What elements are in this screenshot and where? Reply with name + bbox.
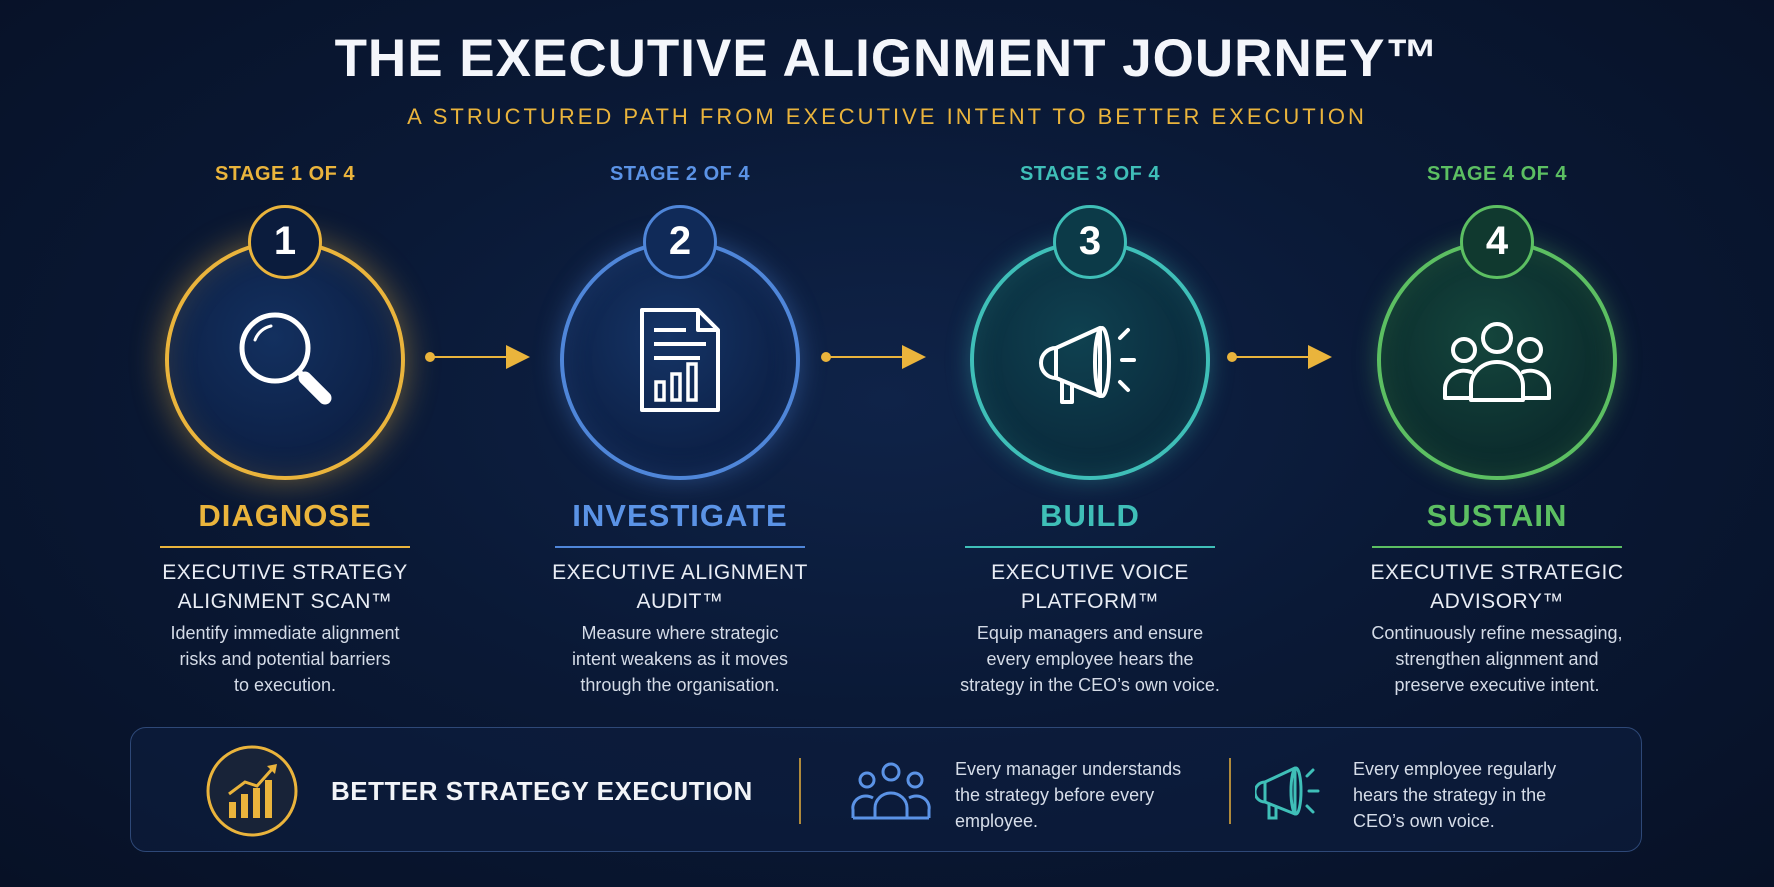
growth-chart-icon	[206, 745, 298, 837]
stage-number-badge: 3	[1053, 205, 1127, 279]
product-line: EXECUTIVE STRATEGY	[162, 561, 408, 584]
product-line: EXECUTIVE STRATEGIC	[1370, 561, 1624, 584]
stage-name: INVESTIGATE	[572, 498, 788, 533]
desc-line: through the organisation.	[580, 675, 780, 695]
stage-3: STAGE 3 OF 4 3 BUILD EXECUTIVE VOICE PLA…	[920, 0, 1260, 720]
point-line: Every employee regularly	[1353, 759, 1557, 779]
stage-name: DIAGNOSE	[198, 498, 372, 533]
desc-line: Identify immediate alignment	[170, 623, 400, 643]
desc-line: preserve executive intent.	[1394, 675, 1600, 695]
product-line: ALIGNMENT SCAN™	[177, 590, 393, 613]
point-line: CEO’s own voice.	[1353, 811, 1495, 831]
product-line: EXECUTIVE VOICE	[991, 561, 1189, 584]
desc-line: strengthen alignment and	[1395, 649, 1599, 669]
stage-ring	[970, 240, 1210, 480]
desc-line: Measure where strategic	[581, 623, 779, 643]
arrow-connector	[425, 345, 530, 369]
stage-number-badge: 1	[248, 205, 322, 279]
outcome-point: Every manager understands the strategy b…	[955, 756, 1181, 834]
desc-line: every employee hears the	[986, 649, 1194, 669]
divider	[799, 758, 801, 824]
stage-product: EXECUTIVE VOICE PLATFORM™	[920, 558, 1260, 616]
product-line: AUDIT™	[636, 590, 724, 613]
outcome-title: BETTER STRATEGY EXECUTION	[331, 776, 753, 806]
stage-name: SUSTAIN	[1426, 498, 1568, 533]
stage-description: Measure where strategic intent weakens a…	[510, 620, 850, 698]
product-line: PLATFORM™	[1020, 590, 1160, 613]
point-line: Every manager understands	[955, 759, 1182, 779]
stage-product: EXECUTIVE STRATEGY ALIGNMENT SCAN™	[115, 558, 455, 616]
product-line: EXECUTIVE ALIGNMENT	[552, 561, 808, 584]
megaphone-icon	[1039, 326, 1136, 404]
stage-label: STAGE 3 OF 4	[1019, 163, 1161, 185]
arrow-connector	[1227, 345, 1332, 369]
divider	[1229, 758, 1231, 824]
magnifying-glass-icon	[239, 312, 332, 405]
desc-line: intent weakens as it moves	[571, 649, 789, 669]
people-group-icon	[1443, 322, 1551, 402]
stage-label: STAGE 1 OF 4	[214, 163, 356, 185]
stage-description: Identify immediate alignment risks and p…	[115, 620, 455, 698]
desc-line: Equip managers and ensure	[976, 623, 1204, 643]
arrow-connector	[821, 345, 926, 369]
stage-divider	[555, 546, 805, 548]
point-line: the strategy before every	[955, 785, 1155, 805]
desc-line: Continuously refine messaging,	[1371, 623, 1623, 643]
stage-1: STAGE 1 OF 4 1 DIAGNOSE EXECUTIVE STRATE…	[115, 0, 455, 720]
stage-number-badge: 2	[643, 205, 717, 279]
stage-name: BUILD	[1040, 498, 1140, 533]
product-line: ADVISORY™	[1430, 590, 1564, 613]
outcome-panel: BETTER STRATEGY EXECUTION Every manager …	[130, 727, 1642, 852]
report-document-icon	[640, 308, 720, 412]
stage-label: STAGE 2 OF 4	[609, 163, 751, 185]
stage-description: Equip managers and ensure every employee…	[920, 620, 1260, 698]
point-line: employee.	[955, 811, 1039, 831]
page-title: THE EXECUTIVE ALIGNMENT JOURNEY™	[334, 29, 1440, 88]
megaphone-icon	[1255, 766, 1320, 820]
desc-line: strategy in the CEO’s own voice.	[960, 675, 1220, 695]
stage-divider	[965, 546, 1215, 548]
stage-number-badge: 4	[1460, 205, 1534, 279]
desc-line: to execution.	[233, 675, 337, 695]
stage-4: STAGE 4 OF 4 4 SUSTAIN EXECUTIVE STRATEG…	[1327, 0, 1667, 720]
outcome-point: Every employee regularly hears the strat…	[1353, 756, 1556, 834]
stage-product: EXECUTIVE ALIGNMENT AUDIT™	[510, 558, 850, 616]
people-group-icon	[851, 762, 931, 820]
stage-label: STAGE 4 OF 4	[1426, 163, 1568, 185]
desc-line: risks and potential barriers	[179, 649, 391, 669]
point-line: hears the strategy in the	[1353, 785, 1547, 805]
stage-divider	[1372, 546, 1622, 548]
page-subtitle: A STRUCTURED PATH FROM EXECUTIVE INTENT …	[407, 104, 1367, 129]
stage-2: STAGE 2 OF 4 2 INVESTIGATE EXECUTIVE ALI…	[510, 0, 850, 720]
stage-divider	[160, 546, 410, 548]
stage-product: EXECUTIVE STRATEGIC ADVISORY™	[1327, 558, 1667, 616]
stage-ring	[165, 240, 405, 480]
stage-description: Continuously refine messaging, strengthe…	[1327, 620, 1667, 698]
